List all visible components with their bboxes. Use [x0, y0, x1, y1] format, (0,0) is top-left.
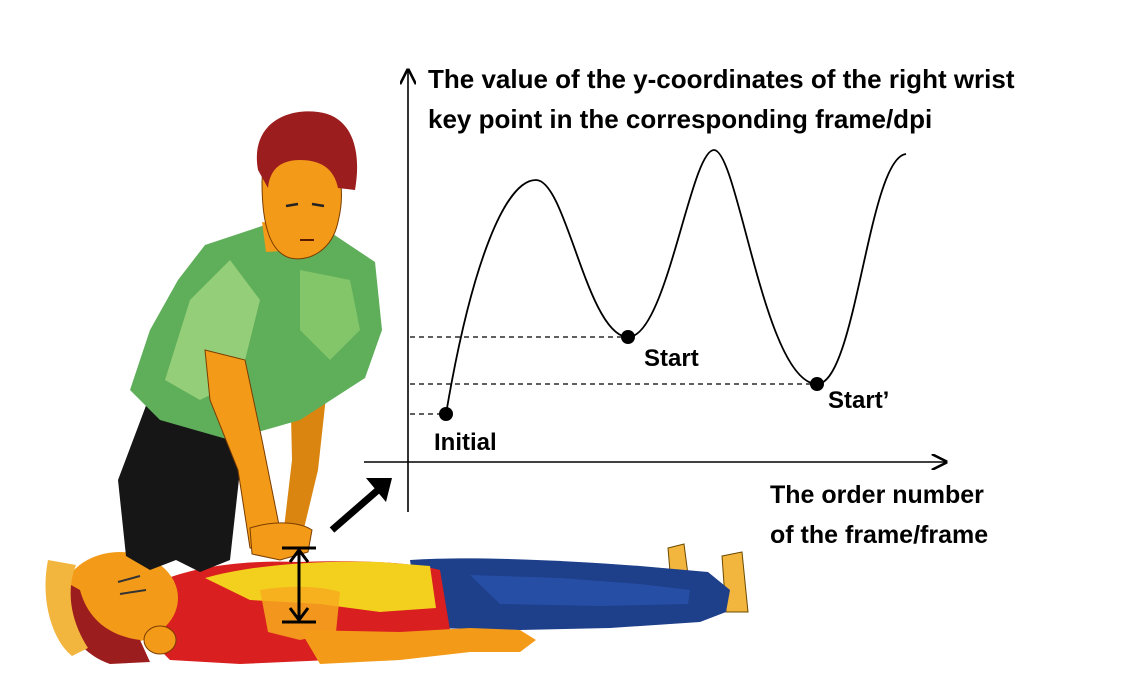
reference-lines [410, 336, 816, 415]
start-label: Start [644, 345, 699, 372]
rescuer-figure [118, 111, 382, 572]
x-axis-label-1: The order number [770, 481, 984, 509]
start-point [621, 330, 635, 344]
initial-label: Initial [434, 429, 497, 456]
wrist-y-curve [445, 149, 907, 415]
compression-depth-icon [282, 546, 316, 624]
x-axis-label-2: of the frame/frame [770, 521, 988, 549]
start-prime-point [810, 377, 824, 391]
pointer-arrow-icon [329, 478, 392, 533]
chart-axes [364, 70, 946, 512]
y-axis-label-2: key point in the corresponding frame/dpi [428, 104, 932, 134]
initial-point [439, 407, 453, 421]
start-prime-label: Start’ [828, 387, 889, 414]
y-axis-label-1: The value of the y-coordinates of the ri… [428, 64, 1015, 94]
